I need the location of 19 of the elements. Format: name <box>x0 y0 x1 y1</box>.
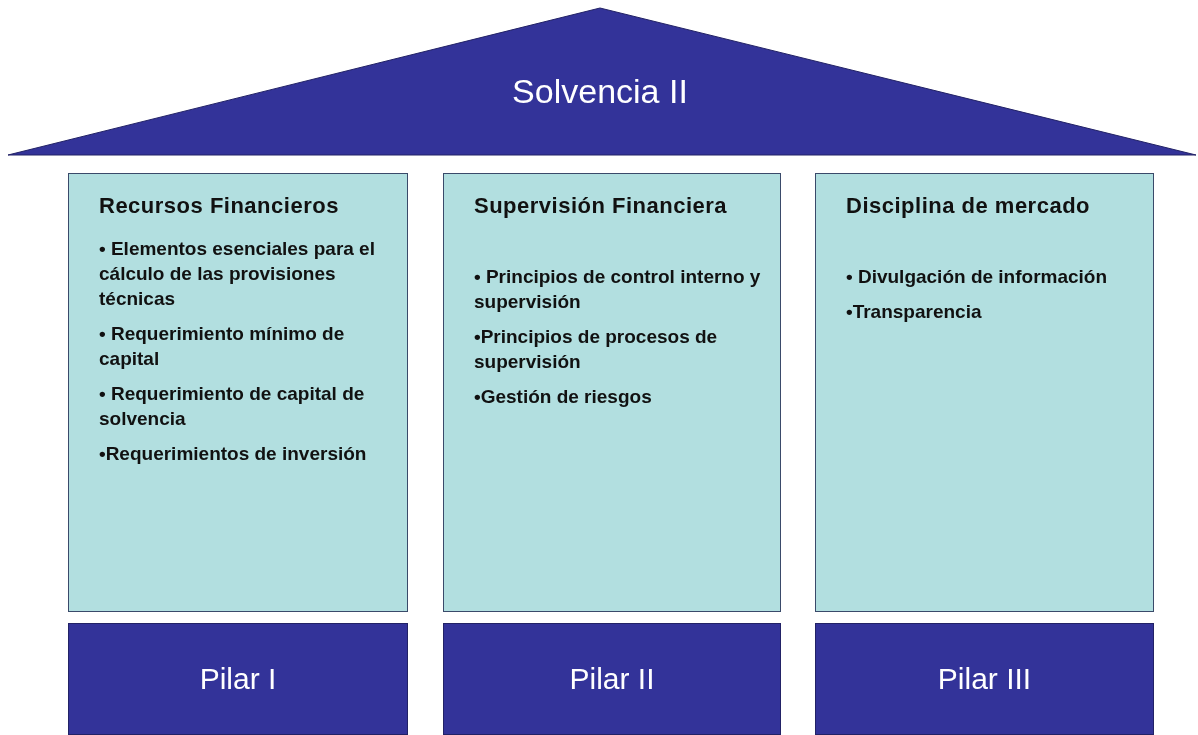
column-heading: Recursos Financieros <box>99 192 340 220</box>
bullet-item: •Transparencia <box>846 300 983 324</box>
column-heading: Supervisión Financiera <box>474 192 729 220</box>
bullet-item: • Elementos esenciales para el cálculo de las provisiones técnicas <box>99 237 376 311</box>
bullet-item: •Requerimientos de inversión <box>99 442 368 466</box>
pillar-base-bar: Pilar I <box>68 623 408 735</box>
pillar-base-bar: Pilar III <box>815 623 1154 735</box>
pillar-column-panel <box>443 173 781 612</box>
pillar-column-panel <box>815 173 1154 612</box>
pillar-column-panel <box>68 173 408 612</box>
bullet-item: • Principios de control interno y supervisión <box>474 265 762 314</box>
bullet-item: •Principios de procesos de supervisión <box>474 325 719 374</box>
roof-title: Solvencia II <box>511 72 689 111</box>
bullet-item: • Requerimiento mínimo de capital <box>99 322 346 371</box>
column-heading: Disciplina de mercado <box>846 192 1092 220</box>
bullet-item: • Divulgación de información <box>846 265 1109 289</box>
bullet-item: • Requerimiento de capital de solvencia <box>99 382 366 431</box>
bullet-item: •Gestión de riesgos <box>474 385 653 409</box>
pillar-base-bar: Pilar II <box>443 623 781 735</box>
